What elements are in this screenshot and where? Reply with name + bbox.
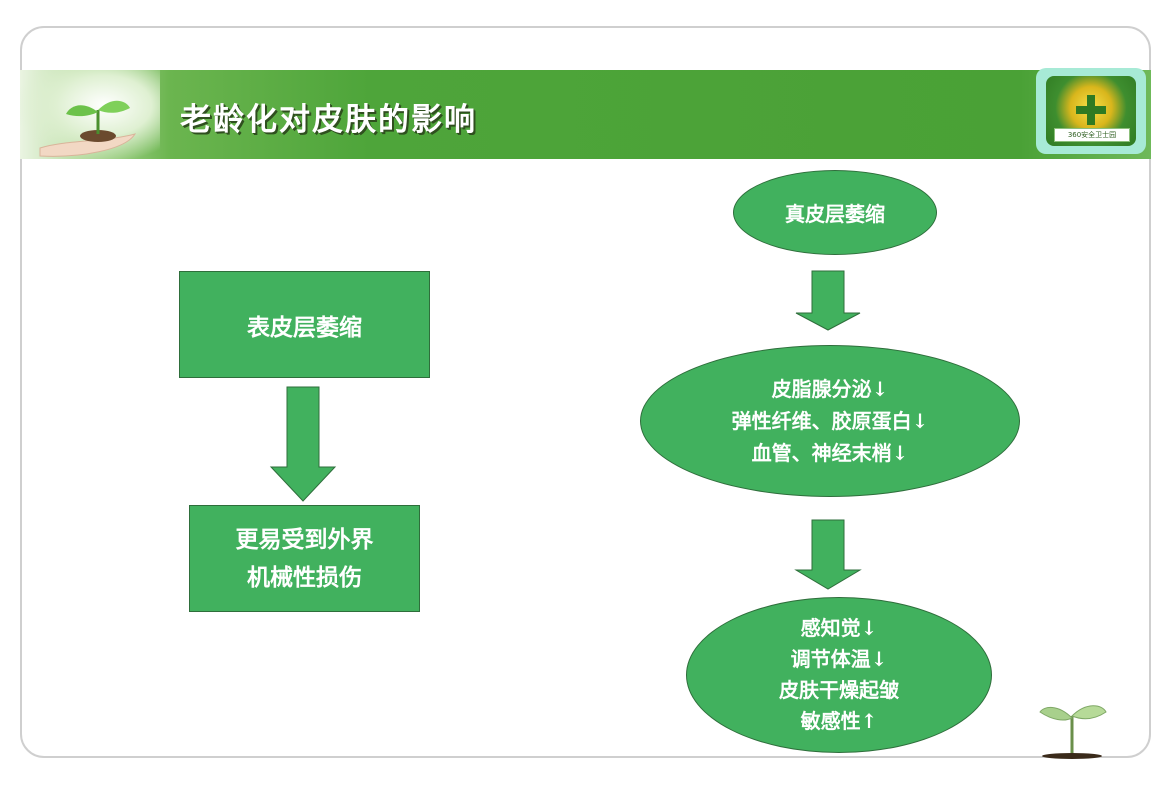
page-title: 老龄化对皮肤的影响 (180, 102, 477, 138)
mechanical-injury-box: 更易受到外界 机械性损伤 (189, 505, 420, 612)
sprout-icon (1039, 705, 1107, 759)
down-arrow-icon (269, 386, 337, 502)
dermis-atrophy-ellipse: 真皮层萎缩 (733, 170, 937, 255)
title-banner (20, 70, 1151, 159)
mechanical-injury-line-1: 更易受到外界 (235, 525, 374, 553)
seedling-icon (39, 100, 137, 157)
dermis-effect-line: 皮脂腺分泌↓ (771, 377, 889, 401)
dermis-effect-line: 血管、神经末梢↓ (751, 441, 909, 465)
dermis-atrophy-label: 真皮层萎缩 (785, 202, 885, 226)
down-arrow-icon (794, 519, 862, 590)
dermis-effect-line: 弹性纤维、胶原蛋白↓ (731, 409, 929, 433)
dermis-effects-ellipse: 皮脂腺分泌↓ 弹性纤维、胶原蛋白↓ 血管、神经末梢↓ (640, 345, 1020, 497)
outcome-line: 感知觉↓ (800, 616, 878, 640)
badge-ribbon-text: 360安全卫士园 (1054, 128, 1130, 142)
hands-seedling-image (20, 70, 160, 159)
outcome-line: 敏感性↑ (800, 709, 878, 733)
outcome-line: 调节体温↓ (790, 647, 888, 671)
outcome-line: 皮肤干燥起皱 (779, 678, 899, 702)
down-arrow-icon (795, 270, 861, 331)
security-badge-logo: 360安全卫士园 (1036, 68, 1146, 154)
badge-emblem: 360安全卫士园 (1046, 76, 1136, 146)
mechanical-injury-line-2: 机械性损伤 (247, 563, 362, 591)
epidermis-atrophy-box: 表皮层萎缩 (179, 271, 430, 378)
epidermis-atrophy-label: 表皮层萎缩 (247, 313, 362, 341)
outcome-ellipse: 感知觉↓ 调节体温↓ 皮肤干燥起皱 敏感性↑ (686, 597, 992, 753)
